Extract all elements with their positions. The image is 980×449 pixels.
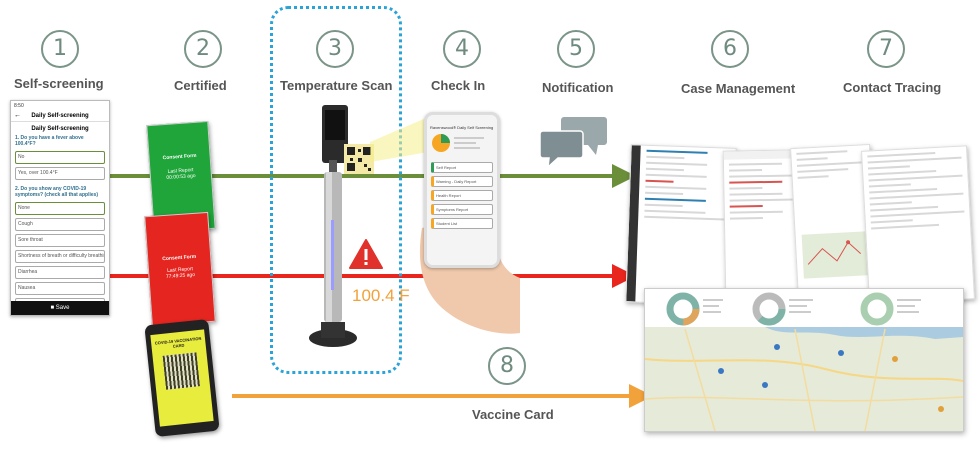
step-8-number: 8 (488, 347, 526, 385)
q1-option-yes[interactable]: Yes, over 100.4°F (15, 167, 105, 180)
mini-map (801, 231, 868, 279)
q2-option-nausea[interactable]: Nausea (15, 282, 105, 295)
step-4-number: 4 (443, 30, 481, 68)
check-in-item-4[interactable]: Symptoms Report (431, 204, 493, 215)
step-8-label: Vaccine Card (472, 407, 554, 422)
temperature-readout: 100.4 F (352, 286, 410, 305)
step-1-label: Self-screening (14, 76, 104, 91)
step-3-number: 3 (316, 30, 354, 68)
certified-red-card: Consent Form Last Report 77:49:25 ago (144, 211, 216, 327)
check-in-item-2[interactable]: Warning - Daily Report (431, 176, 493, 187)
status-time: 8:50 (14, 103, 24, 109)
q1-option-no[interactable]: No (15, 151, 105, 164)
kiosk-qr-code-icon (344, 144, 374, 174)
temperature-kiosk (309, 105, 357, 347)
back-arrow-icon[interactable]: ← (14, 112, 21, 119)
step-1-number: 1 (41, 30, 79, 68)
step-6-label: Case Management (681, 81, 796, 96)
step-6-number: 6 (711, 30, 749, 68)
save-icon: ■ (50, 305, 55, 311)
q2-option-breath[interactable]: Shortness of breath or difficulty breath… (15, 250, 105, 263)
temperature-scan-highlight (270, 6, 402, 374)
check-in-phone: Ravenswood® Daily Self Screening Self Re… (424, 112, 500, 268)
check-in-item-1[interactable]: Self Report (431, 162, 493, 173)
contact-tracing-screen-1 (790, 144, 878, 300)
step-7-number: 7 (867, 30, 905, 68)
warning-icon (349, 239, 383, 269)
contact-tracing-map-dashboard (644, 288, 964, 432)
q2-option-sore-throat[interactable]: Sore throat (15, 234, 105, 247)
vaccine-card-title: COVID-19 VACCINATION CARD (154, 335, 202, 349)
save-button[interactable]: ■ Save (11, 301, 109, 315)
step-5-label: Notification (542, 80, 614, 95)
check-in-pie-chart (432, 134, 484, 152)
check-in-header: Ravenswood® Daily Self Screening (430, 125, 494, 130)
step-7-label: Contact Tracing (843, 80, 942, 95)
self-screening-phone: 8:50 ← Daily Self-screening Daily Self-s… (10, 100, 110, 316)
q2-option-cough[interactable]: Cough (15, 218, 105, 231)
step-4-label: Check In (431, 78, 486, 93)
vaccine-qr-code-icon (162, 352, 200, 390)
screen-title: Daily Self-screening (31, 113, 89, 119)
chat-bubbles-icon (540, 117, 607, 167)
vaccine-card-phone: COVID-19 VACCINATION CARD (144, 318, 220, 438)
step-2-number: 2 (184, 30, 222, 68)
check-in-item-3[interactable]: Health Report (431, 190, 493, 201)
case-management-screen-1 (625, 144, 737, 306)
contact-tracing-screen-2 (861, 145, 975, 305)
step-2-label: Certified (174, 78, 227, 93)
step-3-label: Temperature Scan (280, 78, 393, 93)
step-5-number: 5 (557, 30, 595, 68)
q2-option-none[interactable]: None (15, 202, 105, 215)
scan-beam (370, 112, 440, 162)
check-in-item-5[interactable]: Student List (431, 218, 493, 229)
question-2: 2. Do you show any COVID-19 symptoms? (c… (15, 186, 99, 198)
screen-heading: Daily Self-screening (31, 126, 89, 132)
q2-option-diarrhea[interactable]: Diarrhea (15, 266, 105, 279)
question-1: 1. Do you have a fever above 100.4°F? (15, 135, 84, 147)
